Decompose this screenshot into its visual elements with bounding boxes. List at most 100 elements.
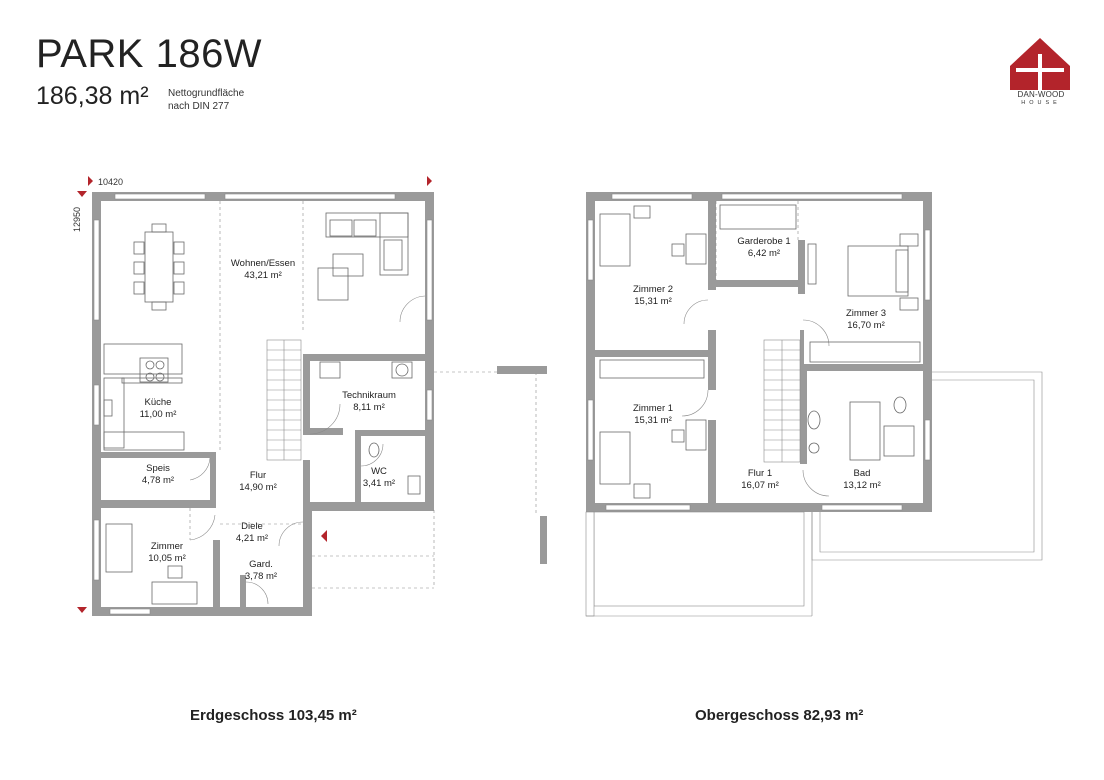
gf-area-wohnen: 43,21 m² (244, 270, 282, 281)
kitchen-counter (103, 377, 125, 449)
uf-label-z1: Zimmer 1 (633, 403, 673, 414)
ground-floor-caption: Erdgeschoss 103,45 m² (190, 707, 357, 724)
dan-wood-logo (1010, 38, 1070, 90)
toilet (368, 442, 380, 458)
uf-wall-bath-top (800, 364, 932, 371)
uf-wall-z3-bottom (800, 330, 804, 364)
uf-area-flur1: 16,07 m² (741, 480, 779, 491)
gf-label-kueche: Küche (145, 397, 172, 408)
area-note: Nettogrundfläche nach DIN 277 (168, 88, 245, 112)
gf-window-left-2 (93, 384, 100, 426)
uf-area-z3: 16,70 m² (847, 320, 885, 331)
gf-label-flur: Flur (250, 470, 266, 481)
gf-terrace-wall (497, 366, 547, 374)
technik-unit-1 (319, 361, 341, 379)
uf-bathtub (849, 401, 881, 461)
gf-wall-gard-left (240, 575, 246, 616)
gf-window-top-2 (224, 193, 396, 200)
uf-wall-bath-left (800, 364, 807, 464)
uf-label-garderobe: Garderobe 1 (737, 236, 790, 247)
gf-wall-entry-bottom (303, 502, 434, 511)
uf-wall-garderobe-bottom (716, 280, 800, 287)
ground-floor-plan: 10420 12950 (72, 176, 547, 616)
gf-desk (151, 581, 198, 605)
gf-area-technik: 8,11 m² (353, 402, 385, 413)
wc-sink (407, 475, 421, 495)
dim-marker-top-right (427, 176, 432, 186)
kitchen-island (103, 343, 183, 375)
gf-window-left-3 (93, 519, 100, 581)
gf-wall-speis-top (92, 452, 216, 458)
upper-floor-plan: Zimmer 2 15,31 m² Garderobe 1 6,42 m² Zi… (585, 192, 1043, 617)
gf-wall-wc-left (355, 430, 361, 510)
gf-wall-technik-left (303, 354, 310, 434)
dim-marker-left-top (77, 191, 87, 197)
armchair (317, 267, 349, 301)
uf-balcony-left (585, 511, 813, 617)
gf-terrace-post (540, 516, 547, 564)
entry-marker (321, 530, 327, 542)
uf-area-garderobe: 6,42 m² (748, 248, 780, 259)
uf-sink (807, 410, 821, 430)
dining-table (144, 231, 174, 303)
gf-window-bottom-1 (109, 608, 151, 615)
gf-door-entry (278, 521, 304, 547)
uf-stairs (763, 339, 801, 463)
dim-height: 12950 (72, 207, 82, 232)
gf-label-zimmer: Zimmer (151, 541, 183, 552)
logo-sub: HOUSE (1021, 100, 1061, 106)
gf-door-wc (360, 443, 384, 467)
gf-label-gard: Gard. (249, 559, 273, 570)
uf-label-flur1: Flur 1 (748, 468, 772, 479)
gf-door-gard (245, 581, 269, 605)
uf-label-z2: Zimmer 2 (633, 284, 673, 295)
logo-brand: DAN-WOOD (1017, 90, 1065, 99)
uf-wall-z2-right (708, 192, 716, 290)
uf-toilet (893, 396, 907, 414)
uf-wall-garderobe-right (798, 240, 805, 294)
gf-door-technik (309, 403, 341, 435)
total-area: 186,38 m² (36, 82, 149, 110)
gf-area-zimmer: 10,05 m² (148, 553, 186, 564)
gf-wall-speis-bottom (92, 500, 216, 508)
gf-wall-wc-top (355, 430, 434, 436)
gf-door-zimmer (189, 514, 216, 541)
uf-wall-z2-bottom (586, 350, 716, 357)
sofa (325, 212, 409, 238)
gf-stairs (266, 339, 302, 461)
uf-wall-bottom (586, 503, 932, 512)
gf-wall-diele-top (303, 460, 310, 510)
uf-wall-z1-right2 (708, 420, 716, 512)
gf-wall-speis-right (210, 452, 216, 508)
gf-wall-bottom-right (303, 502, 312, 616)
uf-wardrobe (719, 204, 797, 230)
gf-terrace (312, 371, 537, 589)
gf-label-speis: Speis (146, 463, 170, 474)
gf-area-wc: 3,41 m² (363, 478, 395, 489)
gf-bed (105, 523, 133, 573)
uf-area-z1: 15,31 m² (634, 415, 672, 426)
uf-bed-z2 (599, 213, 631, 267)
gf-wall-zimmer-right (213, 540, 220, 616)
page-title: PARK 186W (36, 32, 263, 76)
gf-area-gard: 3,78 m² (245, 571, 277, 582)
uf-area-z2: 15,31 m² (634, 296, 672, 307)
upper-floor-caption: Obergeschoss 82,93 m² (695, 707, 864, 724)
gf-label-technik: Technikraum (342, 390, 396, 401)
uf-bed-z3 (847, 245, 909, 297)
gf-label-wohnen: Wohnen/Essen (231, 258, 295, 269)
gf-window-left-1 (93, 219, 100, 321)
uf-bed-z1 (599, 431, 631, 485)
uf-balcony-right (811, 371, 1043, 561)
dim-width: 10420 (98, 177, 123, 187)
gf-area-flur: 14,90 m² (239, 482, 277, 493)
gf-wall-technik-bottom (303, 428, 343, 435)
logo-cross-h (1016, 68, 1064, 72)
gf-wall-right (425, 192, 434, 510)
technik-unit-2 (391, 361, 413, 379)
dim-marker-left-bottom (77, 607, 87, 613)
gf-door-speis (189, 457, 211, 481)
uf-wall-z1-right (708, 330, 716, 390)
gf-wall-technik-top (303, 354, 434, 361)
